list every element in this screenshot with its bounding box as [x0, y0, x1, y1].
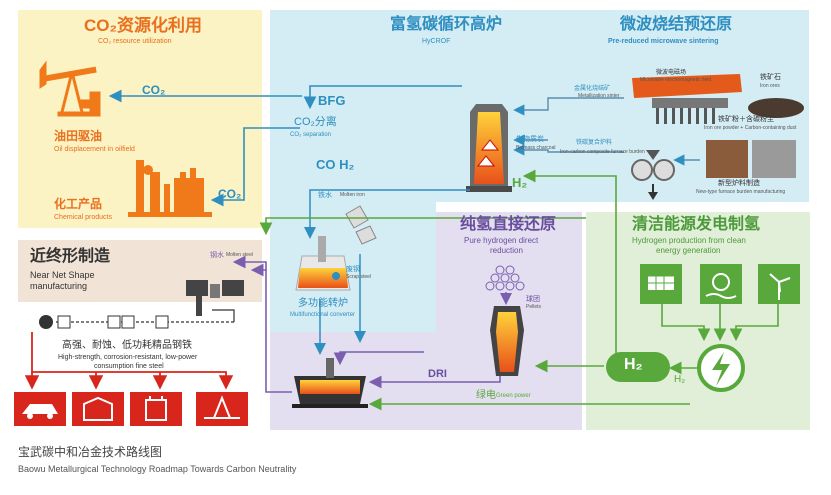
microwave-sintering-icon — [632, 74, 804, 124]
product-arrows — [24, 332, 234, 390]
clean-energy-panel — [586, 212, 810, 430]
blast-furnace-icon — [466, 104, 512, 192]
co2-flow-arrows — [108, 85, 462, 207]
converter-cn: 多功能转炉 — [298, 298, 348, 309]
dri-to-ladle-arrow — [333, 351, 424, 366]
pellets-en: Pellets — [526, 304, 542, 310]
carbon-dust-image — [752, 140, 796, 178]
oil-displacement-cn: 油田驱油 — [54, 129, 103, 143]
fine-steel-en-2: consumption fine steel — [94, 363, 164, 370]
h2-to-furnace-label: H₂ — [512, 175, 528, 190]
chemical-products-cn: 化工产品 — [54, 197, 103, 211]
co2-label-top: CO₂ — [142, 83, 166, 97]
ore-powder-en: Iron ore powder + Carbon-containing dust — [704, 125, 797, 131]
shaft-furnace-icon — [490, 306, 524, 376]
clean-energy-subtitle-1: Hydrogen production from clean — [632, 236, 746, 245]
converter-en: Multifunctional converter — [290, 312, 356, 318]
new-burden-cn: 新型炉料制造 — [718, 180, 760, 187]
molten-iron-en: Molten iron — [340, 192, 365, 198]
fine-steel-cn: 高强、耐蚀、低功耗精品钢铁 — [62, 340, 192, 351]
molten-steel-arrow — [250, 263, 292, 393]
composite-burden-cn: 铁碳复合炉料 — [576, 140, 613, 146]
burden-flow-arrows — [513, 97, 700, 166]
new-burden-en: New-type furnace burden manufacturing — [696, 189, 786, 195]
pellets-icon — [485, 265, 525, 291]
biomass-cn: 生物质炭 — [516, 136, 544, 143]
hycrof-subtitle: HyCROF — [422, 38, 451, 45]
clean-energy-title: 清洁能源发电制氢 — [632, 216, 761, 233]
caption-en: Baowu Metallurgical Technology Roadmap T… — [18, 464, 297, 474]
product-building-icon — [72, 392, 124, 426]
product-transformer-icon — [130, 392, 182, 426]
h2-tank-icon — [606, 352, 670, 382]
near-net-subtitle-2: manufacturing — [30, 281, 88, 291]
iron-ores-cn: 铁矿石 — [760, 74, 781, 81]
converter-icon — [295, 236, 351, 291]
metallization-sinter-en: Metallization sinter — [578, 93, 620, 99]
coil-icon — [39, 315, 53, 329]
green-power-bolt-icon — [697, 344, 745, 392]
co2-section-title: CO₂资源化利用 — [84, 16, 203, 35]
chemical-plant-icon — [128, 160, 212, 217]
microwave-field-en: Microwave electromagnetic field — [640, 77, 712, 83]
co2-label-bottom: CO₂ — [218, 187, 242, 201]
h2-output-label: H₂ — [674, 374, 686, 385]
ore-powder-cn: 铁矿粉＋含碳粉尘 — [718, 116, 774, 123]
chemical-products-en: Chemical products — [54, 214, 112, 221]
iron-ores-en: Iron ores — [760, 83, 780, 89]
microwave-subtitle: Pre-reduced microwave sintering — [608, 38, 719, 45]
h2-tank-label: H₂ — [624, 356, 643, 373]
h2-reduction-subtitle-1: Pure hydrogen direct — [464, 236, 539, 245]
microwave-field-cn: 微波电磁场 — [656, 70, 687, 76]
scrap-steel-cn: 废钢 — [346, 266, 360, 273]
molten-iron-cn: 铁水 — [318, 192, 332, 199]
co2-section-subtitle: CO₂ resource utilization — [98, 38, 172, 45]
wind-turbine-icon — [758, 264, 800, 304]
molten-steel-cn: 钢水 — [210, 252, 224, 259]
hydro-power-icon — [700, 264, 742, 304]
co2-separation-cn: CO₂分离 — [294, 116, 337, 128]
pellets-cn: 球团 — [526, 296, 540, 303]
hycrof-title: 富氢碳循环高炉 — [390, 16, 503, 33]
strip-process-line — [56, 309, 235, 323]
roll-stands-icon — [57, 315, 169, 329]
metallization-sinter-cn: 金属化烧结矿 — [574, 86, 611, 92]
scrap-steel-icon — [345, 205, 377, 245]
h2-to-furnace-arrow — [522, 169, 628, 367]
near-net-shape-panel — [18, 240, 262, 302]
h2-reduction-title: 纯氢直接还原 — [460, 216, 557, 233]
roller-press-icon — [631, 150, 675, 200]
molten-iron-arrow — [304, 189, 470, 239]
green-power-en: Green power — [496, 393, 531, 399]
dri-label: DRI — [428, 368, 447, 380]
product-car-icon — [14, 392, 66, 426]
electric-furnace-icon — [292, 358, 368, 408]
biomass-en: Biomass charcoal — [516, 145, 556, 151]
composite-burden-en: Iron-carbon composite furnace burden — [560, 149, 645, 155]
co-h2-label: CO H₂ — [316, 157, 355, 172]
bfg-label: BFG — [318, 93, 346, 108]
co2-separation-en: CO₂ separation — [290, 132, 332, 138]
caption-cn: 宝武碳中和冶金技术路线图 — [18, 445, 163, 459]
near-net-subtitle-1: Near Net Shape — [30, 270, 95, 280]
green-power-cn: 绿电 — [476, 390, 496, 401]
oil-pumpjack-icon — [39, 60, 101, 117]
oil-displacement-en: Oil displacement in oilfield — [54, 146, 135, 153]
scrap-steel-en: Scrap steel — [346, 274, 372, 280]
molten-steel-en: Molten steel — [226, 252, 253, 258]
microwave-title: 微波烧结预还原 — [620, 16, 733, 33]
product-bridge-icon — [196, 392, 248, 426]
fine-steel-en-1: High-strength, corrosion-resistant, low-… — [58, 354, 198, 361]
caster-icon — [186, 280, 244, 316]
h2-reduction-subtitle-2: reduction — [490, 246, 523, 255]
green-power-converter-arrow — [259, 217, 586, 236]
solar-panel-icon — [640, 264, 682, 304]
near-net-title: 近终形制造 — [30, 248, 111, 265]
clean-energy-subtitle-2: energy generation — [656, 246, 721, 255]
iron-ore-powder-image — [706, 140, 748, 178]
